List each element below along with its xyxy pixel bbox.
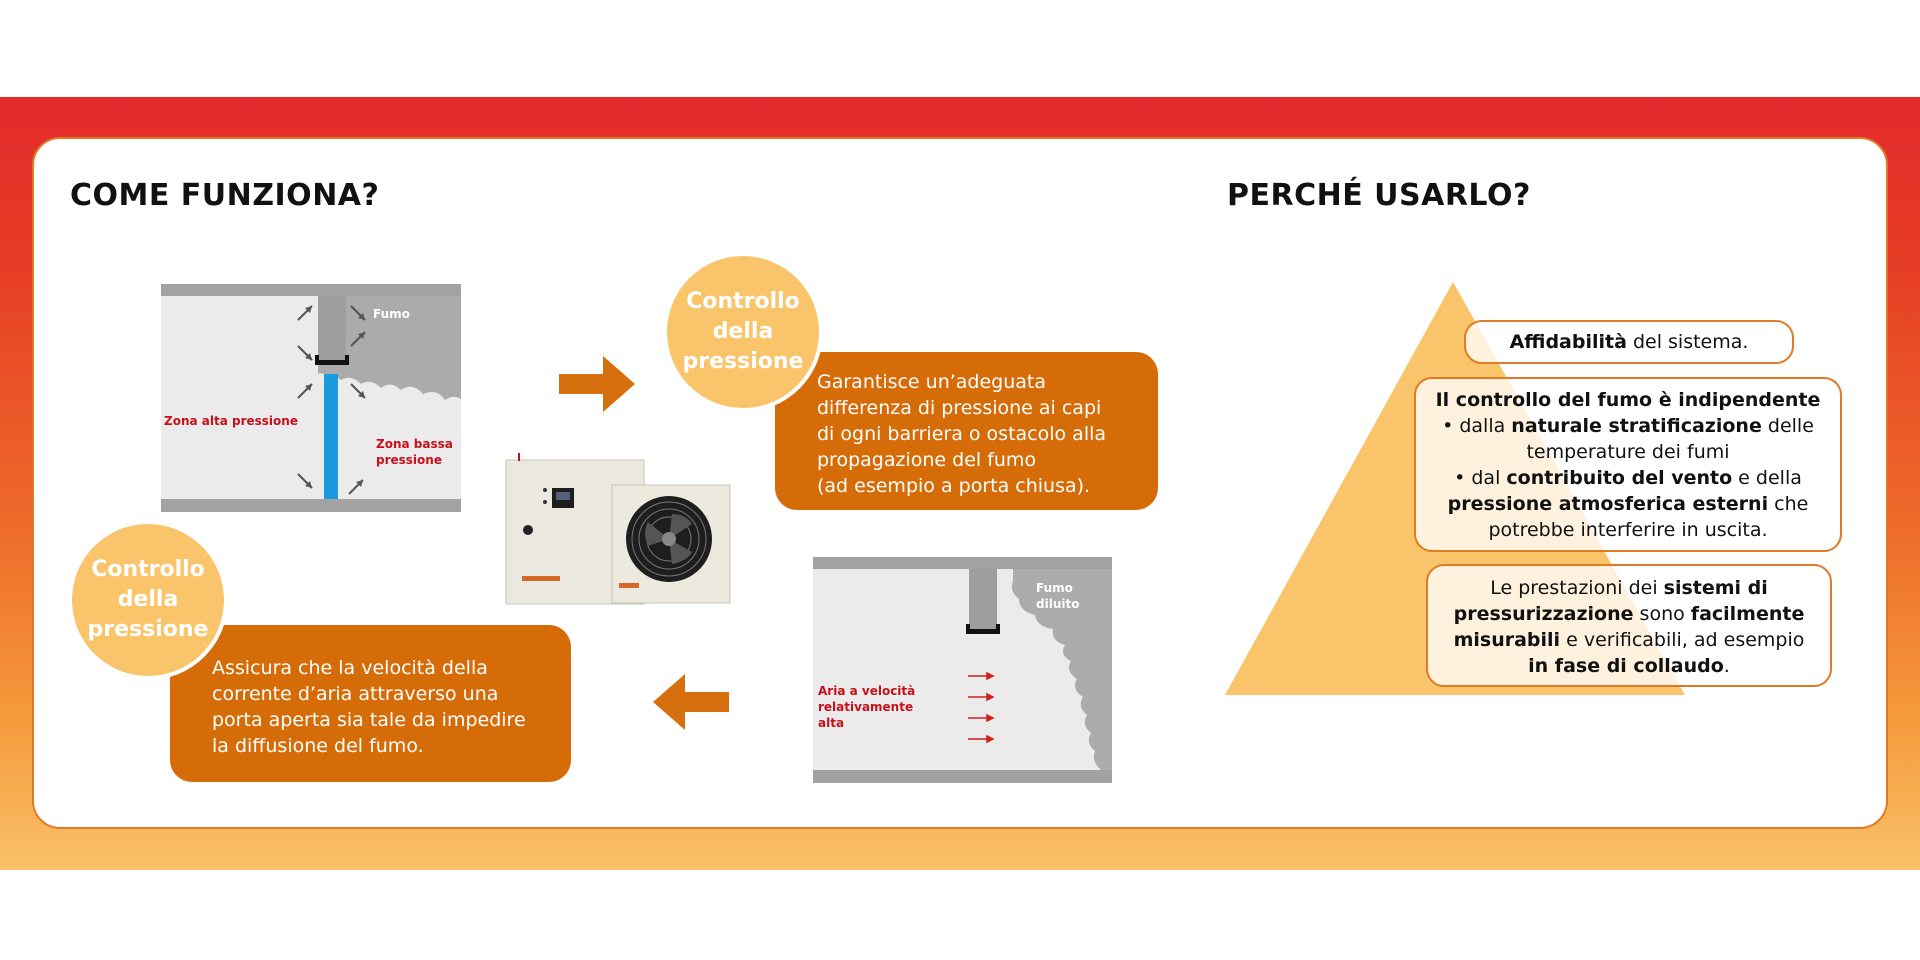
air-velocity-label-2: relativamente	[818, 700, 913, 714]
pressure-control-label-bottom: Controllo della pressione	[87, 557, 209, 642]
benefit-box-independence: Il controllo del fumo è indipendente dal…	[1414, 377, 1842, 552]
arrow-right-icon	[559, 356, 635, 416]
pressure-control-circle-bottom: Controllo della pressione	[68, 520, 228, 680]
benefit-independence-heading: Il controllo del fumo è indipendente	[1435, 389, 1821, 411]
diagram-open-door: Fumo diluito Aria a velocità relativamen…	[813, 557, 1112, 783]
info-box-closed-door-text: Garantisce un’adeguata differenza di pre…	[817, 371, 1107, 497]
info-box-closed-door: Garantisce un’adeguata differenza di pre…	[775, 352, 1158, 510]
benefit-reliability-text: del sistema.	[1626, 331, 1749, 353]
low-pressure-label-2: pressione	[376, 453, 442, 467]
benefit-reliability-bold: Affidabilità	[1509, 331, 1627, 353]
diagram-closed-door: Fumo Zona alta pressione Zona bassa pres…	[161, 284, 461, 512]
info-box-open-door-text: Assicura che la velocità della corrente …	[212, 657, 526, 757]
benefit-independence-item-2: dal contribuito del vento e della pressi…	[1428, 465, 1828, 543]
pressurization-device	[502, 450, 734, 612]
air-velocity-label-3: alta	[818, 716, 844, 730]
benefit-box-measurable: Le prestazioni dei sistemi di pressurizz…	[1426, 564, 1832, 687]
low-pressure-label-1: Zona bassa	[376, 437, 453, 451]
heading-perche-usarlo: PERCHÉ USARLO?	[1227, 178, 1531, 213]
pressure-control-circle-top: Controllo della pressione	[663, 252, 823, 412]
air-velocity-label-1: Aria a velocità	[818, 684, 915, 698]
smoke-label: Fumo	[373, 307, 410, 321]
info-box-open-door: Assicura che la velocità della corrente …	[170, 625, 571, 782]
diluted-smoke-label-1: Fumo	[1036, 581, 1073, 595]
benefit-box-reliability: Affidabilità del sistema.	[1464, 320, 1794, 364]
heading-come-funziona: COME FUNZIONA?	[70, 178, 380, 213]
pressure-control-label-top: Controllo della pressione	[682, 289, 804, 374]
diluted-smoke-label-2: diluito	[1036, 597, 1079, 611]
high-pressure-label: Zona alta pressione	[164, 414, 298, 428]
benefit-independence-item-1: dalla naturale stratificazione delle tem…	[1428, 413, 1828, 465]
benefit-independence-list: dalla naturale stratificazione delle tem…	[1428, 413, 1828, 543]
arrow-left-icon	[653, 674, 729, 734]
